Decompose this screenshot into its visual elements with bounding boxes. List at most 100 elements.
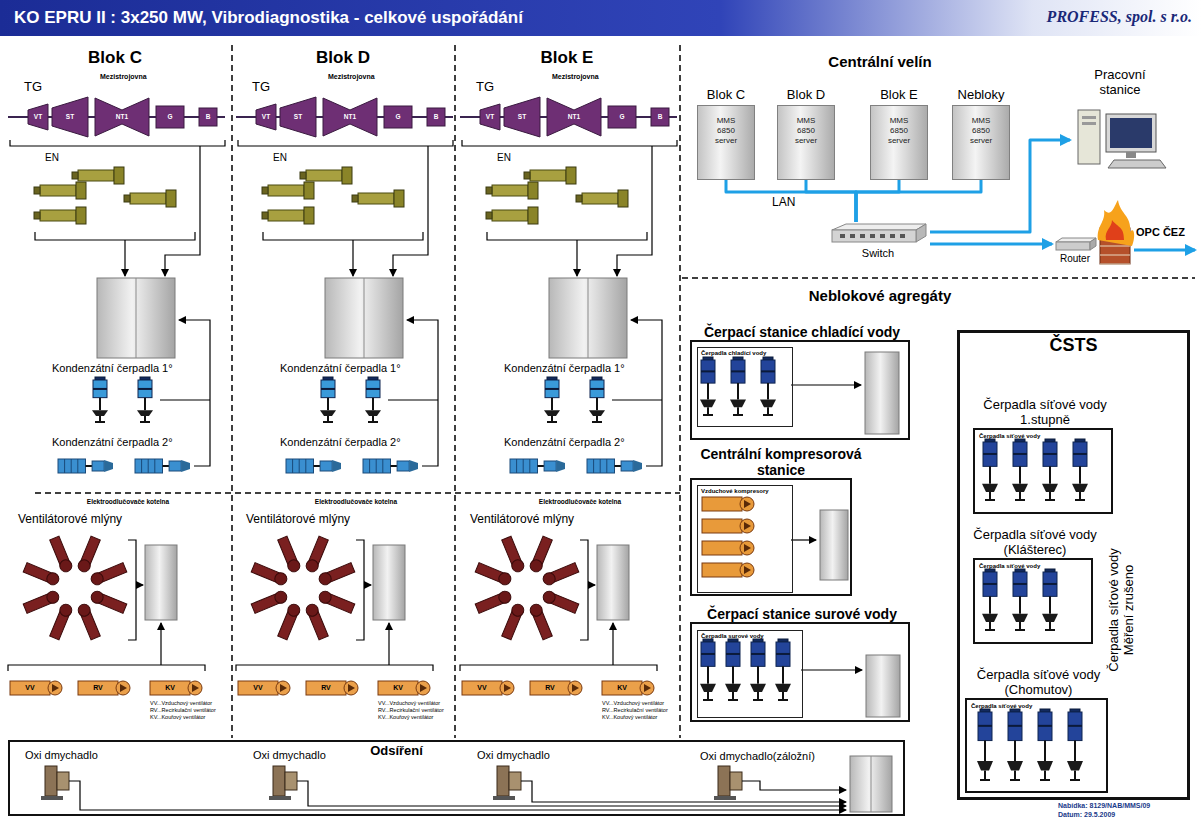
pump-casing bbox=[181, 460, 190, 472]
pump-stub bbox=[262, 212, 268, 219]
node-heading: Blok E bbox=[851, 88, 947, 103]
turbine-label: TG bbox=[24, 80, 42, 95]
turbine-st bbox=[280, 97, 316, 137]
turbine-nt bbox=[95, 98, 149, 136]
fan-motor bbox=[702, 541, 742, 555]
fan-motor bbox=[150, 681, 190, 695]
blower-body bbox=[509, 772, 521, 790]
motor-body bbox=[492, 210, 528, 221]
pump-casing bbox=[982, 484, 998, 492]
mill-motor bbox=[58, 602, 74, 618]
part-label: NT1 bbox=[344, 113, 356, 120]
mill bbox=[528, 536, 553, 574]
legend-note: KV...Kouřový ventilátor bbox=[378, 714, 433, 720]
turbine-nt bbox=[323, 98, 377, 136]
mill bbox=[304, 602, 329, 640]
pump-shaft bbox=[707, 666, 709, 683]
pump-shaft bbox=[782, 666, 784, 683]
cabinet-split bbox=[588, 278, 589, 358]
mill bbox=[49, 536, 74, 574]
bracket bbox=[356, 540, 364, 640]
signal-arrow bbox=[388, 623, 389, 665]
mill-motor bbox=[510, 602, 526, 618]
mill-motor bbox=[304, 602, 320, 618]
pump-band bbox=[1073, 453, 1087, 455]
cabinet bbox=[97, 278, 175, 358]
station-frame: Čerpací stanice surové vodyČerpadla suro… bbox=[690, 622, 910, 722]
signal-arrow bbox=[352, 240, 353, 276]
pump-foot bbox=[985, 622, 995, 630]
mill bbox=[23, 589, 61, 614]
node-caption: Čerpadla síťové vody bbox=[979, 563, 1040, 570]
pump-shaft bbox=[1074, 741, 1076, 761]
motor-rib bbox=[148, 459, 149, 473]
motor-rib bbox=[369, 459, 370, 473]
server-box: NeblokyMMS 6850 server bbox=[952, 105, 1010, 180]
mill-motor bbox=[273, 589, 289, 605]
pump-group-frame: Vzduchové kompresory bbox=[697, 485, 793, 593]
mill-motor bbox=[45, 571, 61, 587]
pump-motor bbox=[751, 642, 765, 666]
node-heading: Nebloky bbox=[933, 88, 1029, 103]
part-label: RV bbox=[93, 684, 103, 692]
fan-symbol bbox=[744, 566, 751, 574]
pump-body bbox=[397, 461, 409, 471]
fan-housing bbox=[740, 541, 754, 555]
legend-note: KV...Kouřový ventilátor bbox=[150, 714, 205, 720]
turbine-nt bbox=[547, 98, 601, 136]
separator bbox=[35, 492, 680, 494]
part-label: NT1 bbox=[568, 113, 580, 120]
pump-casing bbox=[1072, 484, 1088, 492]
motor-end bbox=[566, 167, 576, 184]
pump-casing bbox=[320, 410, 336, 416]
fan-motor bbox=[702, 497, 742, 511]
pump-motor bbox=[1013, 442, 1027, 466]
pump-foot bbox=[763, 407, 773, 415]
pump-band bbox=[1043, 453, 1057, 455]
mill bbox=[501, 602, 526, 640]
legend-note: RV...Recirkulační ventilátor bbox=[150, 707, 216, 713]
mill bbox=[304, 536, 329, 574]
signal-arrow bbox=[297, 781, 846, 806]
mill-motor bbox=[45, 589, 61, 605]
pump-stub bbox=[576, 195, 582, 202]
pump-foot bbox=[1010, 770, 1020, 780]
cabinet bbox=[325, 278, 403, 358]
router-icon bbox=[1052, 236, 1098, 252]
part-label: G bbox=[619, 113, 624, 120]
brick-joint bbox=[1100, 246, 1130, 247]
pump-casing bbox=[1042, 484, 1058, 492]
mill-motor bbox=[317, 589, 333, 605]
pump-body bbox=[544, 461, 556, 471]
motor-rib bbox=[516, 459, 517, 473]
router: Router bbox=[1052, 236, 1098, 270]
part-label: ST bbox=[294, 113, 302, 120]
separator bbox=[454, 45, 456, 738]
motor-rib bbox=[71, 459, 72, 473]
mill-motor bbox=[497, 589, 513, 605]
pump-foot bbox=[140, 416, 150, 422]
pump-foot bbox=[547, 416, 557, 422]
cabinet bbox=[373, 545, 405, 620]
bracket bbox=[236, 665, 433, 671]
pump-motor bbox=[93, 380, 107, 398]
separator bbox=[682, 277, 1195, 279]
fan-housing bbox=[416, 681, 430, 695]
pump-motor bbox=[726, 642, 740, 666]
motor-end bbox=[528, 207, 538, 224]
part-label: Oxi dmychadlo bbox=[477, 749, 550, 762]
part-label: RV bbox=[321, 684, 331, 692]
title-bar bbox=[0, 0, 1201, 36]
motor-body bbox=[582, 193, 618, 204]
note-label: OPC ČEZ bbox=[1136, 226, 1185, 239]
fan-housing bbox=[740, 563, 754, 577]
group-label: Ventilátorové mlýny bbox=[18, 513, 122, 527]
pump-band bbox=[1008, 725, 1022, 727]
mill bbox=[317, 589, 355, 614]
fan-symbol bbox=[348, 684, 355, 692]
signal-arrow bbox=[588, 584, 595, 585]
pump-motor bbox=[1008, 712, 1022, 741]
pump-casing bbox=[1012, 484, 1028, 492]
lan-connector bbox=[856, 180, 899, 222]
pump-casing bbox=[365, 410, 381, 416]
